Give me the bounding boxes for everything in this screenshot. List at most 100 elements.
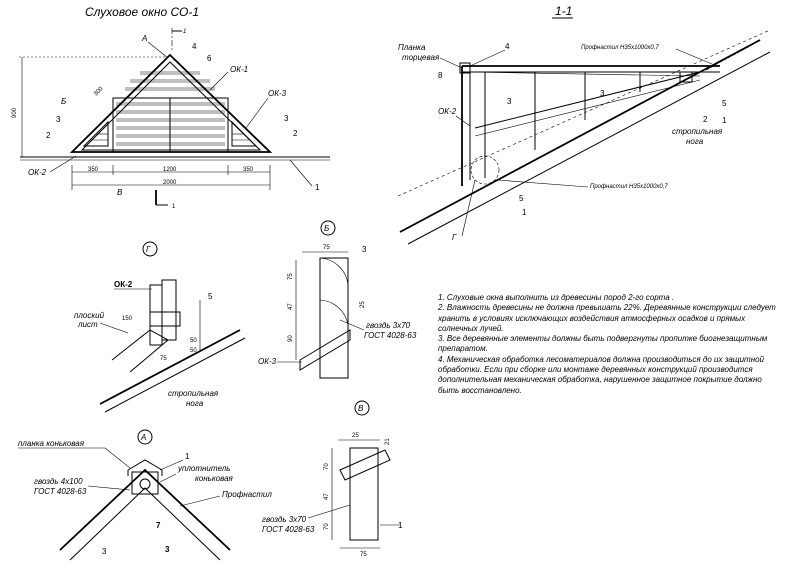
- general-notes: 1. Слуховые окна выполнить из древесины …: [438, 293, 783, 396]
- section-label-1-top: 1: [722, 116, 727, 125]
- front-label-2-left: 2: [46, 131, 51, 140]
- note-4: 4. Механическая обработка лесоматериалов…: [438, 354, 764, 395]
- detail-G-label-5: 5: [208, 292, 213, 301]
- detail-A: А планка коньковая 1 уплотнитель коньков…: [18, 429, 272, 561]
- detail-B: Б 75 3 75 47 90 25 гвоздь 3х70 ГОСТ 4028…: [258, 220, 417, 379]
- section-label-3-a: 3: [507, 97, 512, 106]
- section-label-profnastil-top: Профнастил Н35х1000х0,7: [581, 45, 659, 51]
- detail-A-label-1: 1: [185, 452, 190, 461]
- detail-A-label-7: 7: [156, 521, 161, 530]
- detail-B-dim-47: 47: [288, 303, 294, 310]
- dim-900: 900: [12, 107, 18, 118]
- dim-350-right: 350: [243, 167, 254, 173]
- front-label-3-left: 3: [56, 115, 61, 124]
- detail-V-dim-70a: 70: [324, 463, 330, 470]
- detail-A-title: А: [140, 433, 146, 442]
- detail-A-label-3b: 3: [165, 545, 170, 554]
- front-label-4: 4: [192, 42, 197, 51]
- detail-V-dim-47: 47: [324, 493, 330, 500]
- dim-1200: 1200: [163, 167, 177, 173]
- section-label-profnastil-bottom: Профнастил Н35х1000х0,7: [590, 184, 668, 190]
- section-title: 1-1: [555, 4, 572, 18]
- section-label-ok2: ОК-2: [438, 107, 457, 116]
- dim-2000: 2000: [163, 180, 177, 186]
- detail-G-dim-50b: 50: [190, 348, 197, 354]
- detail-G: Г ОК-2 5 плоский лист 150 75 50 50 строп…: [74, 241, 246, 413]
- front-label-2-right: 2: [293, 129, 298, 138]
- section-label-rafter-2: нога: [686, 137, 704, 146]
- detail-G-title: Г: [146, 245, 151, 254]
- front-label-ok3: ОК-3: [268, 89, 287, 98]
- section-label-5-bottom: 5: [519, 194, 524, 203]
- detail-V-post: [349, 447, 379, 541]
- detail-V-dim-25: 25: [352, 433, 359, 439]
- detail-V-dim-70b: 70: [324, 523, 330, 530]
- section-label-8: 8: [438, 71, 443, 80]
- louvre-slats: [116, 71, 225, 146]
- note-3: 3. Все деревянные элементы должны быть п…: [438, 334, 768, 354]
- section-1-1: 1-1 Г Планка торцевая 4 8 ОК-2 3: [397, 4, 771, 245]
- callout-V-label: В: [117, 188, 123, 197]
- detail-V-title: В: [358, 404, 364, 413]
- section-mark-bottom-label: 1: [172, 204, 176, 210]
- detail-A-nail: гвоздь 4х100: [34, 477, 83, 486]
- section-label-4: 4: [505, 42, 510, 51]
- detail-A-ridge: [59, 468, 231, 551]
- detail-G-dim-75: 75: [160, 356, 167, 362]
- detail-V-dim-75: 75: [360, 552, 367, 558]
- front-label-ok1: ОК-1: [230, 65, 248, 74]
- detail-G-flat-2: лист: [77, 320, 98, 329]
- detail-V: В 25 70 47 70 75 1 гвоздь 3х70 ГОСТ 4028…: [262, 400, 403, 558]
- section-label-rafter-1: стропильная: [672, 127, 723, 136]
- detail-G-flat-1: плоский: [74, 311, 105, 320]
- detail-A-gost: ГОСТ 4028-63: [34, 487, 87, 496]
- section-label-3-b: 3: [600, 89, 605, 98]
- detail-V-nail: гвоздь 3х70: [262, 515, 307, 524]
- detail-V-label-1: 1: [398, 521, 403, 530]
- dim-300: 300: [93, 86, 105, 98]
- dim-350-left: 350: [88, 167, 99, 173]
- detail-B-gost: ГОСТ 4028-63: [364, 331, 417, 340]
- front-label-ok2: ОК-2: [28, 168, 47, 177]
- section-mark-top-label: 1: [183, 29, 186, 35]
- section-label-5-top: 5: [722, 99, 727, 108]
- callout-A-label: А: [141, 34, 147, 43]
- section-label-G: Г: [452, 233, 457, 242]
- detail-B-title: Б: [324, 224, 329, 233]
- detail-A-seal-1: уплотнитель: [177, 464, 230, 473]
- detail-G-slope: [99, 329, 241, 405]
- front-label-1: 1: [315, 183, 320, 192]
- note-1: 1. Слуховые окна выполнить из древесины …: [438, 293, 675, 302]
- detail-B-dim-25: 25: [360, 301, 366, 308]
- detail-G-rafter-1: стропильная: [168, 389, 219, 398]
- detail-B-ok3: ОК-3: [258, 357, 277, 366]
- detail-G-dim-150: 150: [122, 316, 133, 322]
- detail-A-ridge-plank: планка коньковая: [18, 439, 85, 448]
- dormer-rafter: [474, 71, 701, 129]
- section-label-1-bottom: 1: [522, 208, 527, 217]
- detail-V-gost: ГОСТ 4028-63: [262, 525, 315, 534]
- detail-G-dim-50: 50: [190, 338, 197, 344]
- detail-A-profnastil: Профнастил: [222, 490, 272, 499]
- section-label-2-top: 2: [703, 115, 708, 124]
- detail-G-rafter-2: нога: [186, 399, 204, 408]
- note-2: 2. Влажность древесины не должна превыша…: [438, 303, 776, 333]
- detail-A-label-3a: 3: [102, 547, 107, 556]
- detail-B-dim-90: 90: [288, 335, 294, 342]
- detail-V-dim-21: 21: [385, 438, 391, 445]
- detail-G-circle: [470, 155, 500, 185]
- detail-B-dim-75: 75: [323, 245, 330, 251]
- detail-B-post: [319, 257, 349, 379]
- front-label-3-right: 3: [284, 114, 289, 123]
- front-label-6: 6: [207, 54, 212, 63]
- callout-B-label: Б: [61, 97, 66, 106]
- planka-torc-label-2: торцевая: [402, 53, 440, 62]
- roof-slope-line: [399, 39, 761, 233]
- detail-B-label-3: 3: [362, 245, 367, 254]
- detail-A-seal-2: коньковая: [195, 474, 234, 483]
- planka-torc-label-1: Планка: [398, 43, 426, 52]
- drawing-title: Слуховое окно СО-1: [85, 5, 199, 19]
- detail-B-dim-75v: 75: [288, 273, 294, 280]
